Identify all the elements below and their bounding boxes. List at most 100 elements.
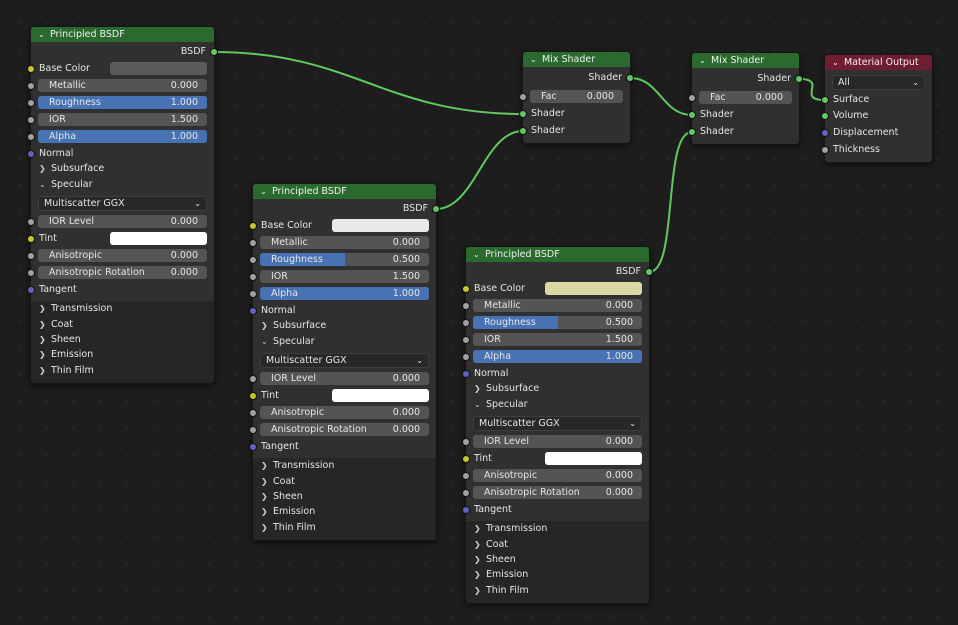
output-bsdf[interactable]: BSDF [616,264,652,280]
socket-out[interactable] [433,206,439,212]
node-header[interactable]: ⌄Principled BSDF [31,27,214,42]
socket-in[interactable] [463,371,469,377]
socket-in[interactable] [28,236,34,242]
base-color-swatch[interactable] [332,219,429,232]
output-shader[interactable]: Shader [588,70,633,86]
panel-transmission[interactable]: ❯Transmission [253,458,436,474]
base-color-swatch[interactable] [110,62,207,75]
socket-in[interactable] [520,111,526,117]
node-header[interactable]: ⌄Principled BSDF [466,247,649,262]
socket-in[interactable] [689,95,695,101]
socket-in[interactable] [463,490,469,496]
socket-in[interactable] [463,303,469,309]
output-bsdf[interactable]: BSDF [403,201,439,217]
chevron-down-icon[interactable]: ⌄ [38,30,45,39]
panel-thin-film[interactable]: ❯Thin Film [466,583,649,599]
panel-subsurface[interactable]: ❯Subsurface [31,161,214,177]
socket-in[interactable] [250,240,256,246]
socket-in[interactable] [28,287,34,293]
socket-in[interactable] [520,128,526,134]
output-bsdf[interactable]: BSDF [181,44,217,60]
socket-in[interactable] [250,291,256,297]
tint-swatch[interactable] [545,452,642,465]
socket-in[interactable] [250,444,256,450]
panel-sheen[interactable]: ❯Sheen [466,552,649,568]
socket-in[interactable] [28,253,34,259]
socket-in[interactable] [250,308,256,314]
socket-out[interactable] [646,269,652,275]
socket-out[interactable] [211,49,217,55]
socket-out[interactable] [627,75,633,81]
socket-in[interactable] [463,286,469,292]
socket-in[interactable] [822,130,828,136]
node-header[interactable]: ⌄Material Output [825,55,932,70]
socket-in[interactable] [250,274,256,280]
chevron-down-icon[interactable]: ⌄ [699,56,706,65]
distribution-dropdown[interactable]: Multiscatter GGX⌄ [473,416,642,431]
panel-sheen[interactable]: ❯Sheen [253,489,436,505]
panel-coat[interactable]: ❯Coat [253,474,436,490]
node-header[interactable]: ⌄Mix Shader [692,53,799,68]
node-header[interactable]: ⌄Mix Shader [523,52,630,67]
socket-in[interactable] [250,410,256,416]
panel-coat[interactable]: ❯Coat [31,317,214,333]
panel-coat[interactable]: ❯Coat [466,537,649,553]
panel-transmission[interactable]: ❯Transmission [466,521,649,537]
material-output-node[interactable]: ⌄Material Output All⌄ Surface Volume Dis… [822,54,933,163]
principled-bsdf-node-3[interactable]: ⌄Principled BSDF BSDF Base Color Metalli… [463,246,652,604]
socket-in[interactable] [28,83,34,89]
chevron-down-icon[interactable]: ⌄ [473,250,480,259]
principled-bsdf-node-2[interactable]: ⌄Principled BSDF BSDF Base Color Metalli… [250,183,439,541]
panel-transmission[interactable]: ❯Transmission [31,301,214,317]
node-link[interactable] [435,130,524,210]
node-link[interactable] [648,131,693,273]
node-header[interactable]: ⌄Principled BSDF [253,184,436,199]
target-dropdown[interactable]: All⌄ [832,75,925,90]
socket-in[interactable] [463,320,469,326]
socket-in[interactable] [28,134,34,140]
socket-in[interactable] [463,439,469,445]
socket-in[interactable] [28,100,34,106]
base-color-swatch[interactable] [545,282,642,295]
chevron-down-icon[interactable]: ⌄ [832,58,839,67]
socket-in[interactable] [28,151,34,157]
node-link[interactable] [213,51,524,115]
panel-specular[interactable]: ⌄Specular [466,397,649,413]
tint-swatch[interactable] [332,389,429,402]
panel-thin-film[interactable]: ❯Thin Film [253,520,436,536]
socket-in[interactable] [463,473,469,479]
socket-in[interactable] [250,257,256,263]
socket-in[interactable] [822,147,828,153]
output-shader[interactable]: Shader [757,71,802,87]
panel-emission[interactable]: ❯Emission [31,347,214,363]
socket-in[interactable] [463,354,469,360]
socket-in[interactable] [520,94,526,100]
socket-in[interactable] [689,112,695,118]
socket-in[interactable] [250,223,256,229]
panel-specular[interactable]: ⌄Specular [253,334,436,350]
distribution-dropdown[interactable]: Multiscatter GGX⌄ [260,353,429,368]
socket-in[interactable] [689,129,695,135]
socket-in[interactable] [28,66,34,72]
panel-thin-film[interactable]: ❯Thin Film [31,363,214,379]
socket-out[interactable] [796,76,802,82]
socket-in[interactable] [463,337,469,343]
node-link[interactable] [629,77,693,116]
socket-in[interactable] [28,117,34,123]
